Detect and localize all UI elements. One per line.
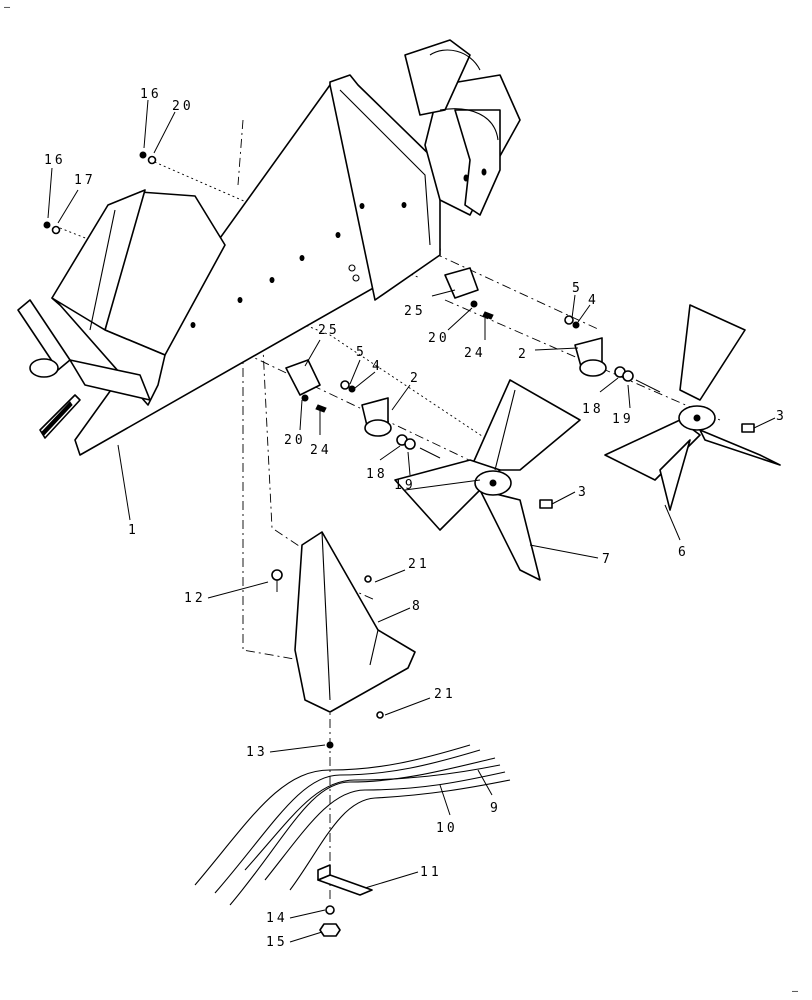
callout-8: 8 bbox=[412, 599, 423, 614]
callout-4-left: 4 bbox=[372, 359, 383, 374]
callout-3-left: 3 bbox=[578, 485, 589, 500]
callout-12: 12 bbox=[184, 591, 206, 606]
impeller-part-7 bbox=[394, 379, 581, 581]
clamp-part-11 bbox=[317, 741, 373, 937]
callout-1: 1 bbox=[128, 523, 139, 538]
callout-leaders bbox=[47, 99, 776, 943]
main-housing-part-1 bbox=[17, 39, 521, 456]
callout-16-top: 16 bbox=[140, 87, 162, 102]
callout-6: 6 bbox=[678, 545, 689, 560]
top-fasteners bbox=[43, 151, 157, 235]
corner-mark-top-left: – bbox=[4, 2, 11, 13]
corner-mark-bottom-right: – bbox=[792, 986, 799, 997]
callout-9: 9 bbox=[490, 801, 501, 816]
callout-5-right: 5 bbox=[572, 281, 583, 296]
callout-11: 11 bbox=[420, 865, 442, 880]
callout-21-bottom: 21 bbox=[434, 687, 456, 702]
impeller-part-6 bbox=[604, 304, 781, 511]
callout-15: 15 bbox=[266, 935, 288, 950]
callout-10: 10 bbox=[436, 821, 458, 836]
callout-25-right: 25 bbox=[404, 304, 426, 319]
callout-7: 7 bbox=[602, 552, 613, 567]
bolts-part-3 bbox=[539, 423, 755, 509]
bearing-plate-part-25-left bbox=[285, 359, 441, 459]
callout-17: 17 bbox=[74, 173, 96, 188]
callout-labels: 16 20 16 17 1 25 5 4 2 20 24 18 19 25 20… bbox=[44, 87, 787, 950]
callout-19-left: 19 bbox=[394, 478, 416, 493]
callout-3-right: 3 bbox=[776, 409, 787, 424]
callout-16-left: 16 bbox=[44, 153, 66, 168]
callout-2-left: 2 bbox=[410, 371, 421, 386]
callout-20-right: 20 bbox=[428, 331, 450, 346]
callout-13: 13 bbox=[246, 745, 268, 760]
callout-21-top: 21 bbox=[408, 557, 430, 572]
callout-19-right: 19 bbox=[612, 412, 634, 427]
callout-20-top: 20 bbox=[172, 99, 194, 114]
callout-5-left: 5 bbox=[356, 345, 367, 360]
callout-24-right: 24 bbox=[464, 346, 486, 361]
callout-14: 14 bbox=[266, 911, 288, 926]
callout-24-left: 24 bbox=[310, 443, 332, 458]
callout-20-left: 20 bbox=[284, 433, 306, 448]
callout-2-right: 2 bbox=[518, 347, 529, 362]
rods-part-9-10 bbox=[194, 744, 511, 906]
callout-18-left: 18 bbox=[366, 467, 388, 482]
chute-part-8 bbox=[271, 531, 416, 719]
callout-4-right: 4 bbox=[588, 293, 599, 308]
callout-25-left: 25 bbox=[318, 323, 340, 338]
callout-18-right: 18 bbox=[582, 402, 604, 417]
bearing-plate-part-25-right bbox=[444, 267, 661, 393]
